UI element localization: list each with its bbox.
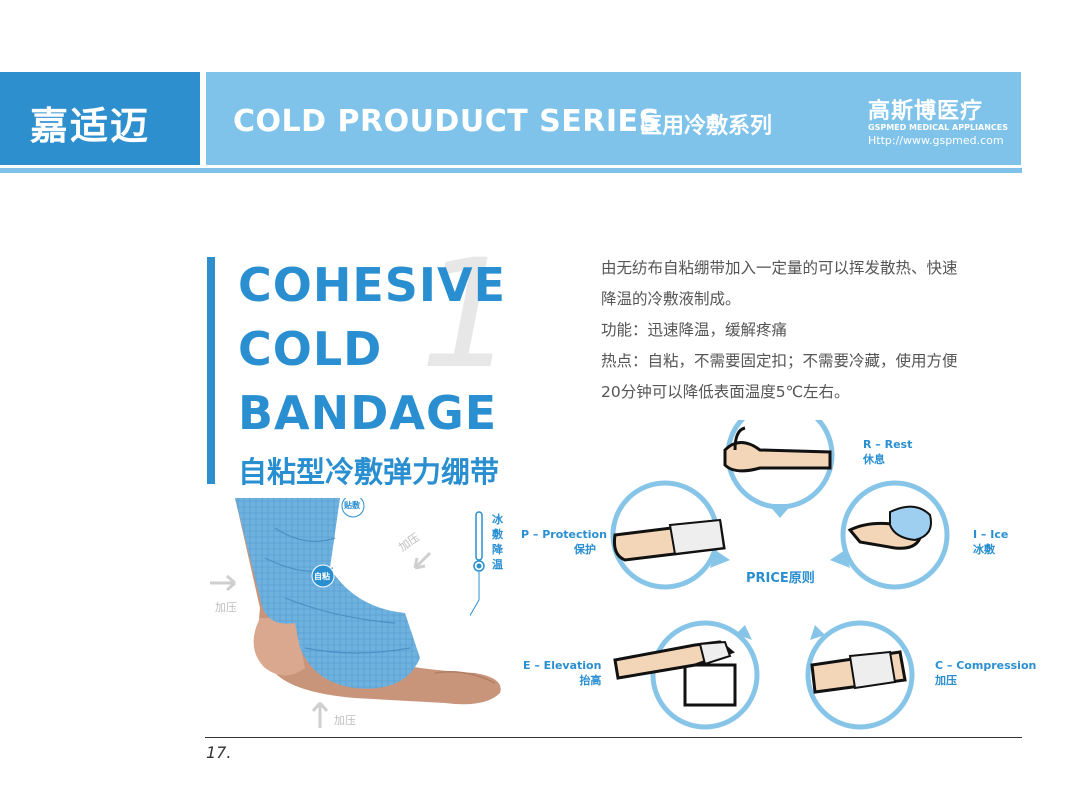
description-line: 功能：迅速降温，缓解疼痛 (601, 321, 788, 339)
elevation-icon (613, 640, 737, 707)
price-protection: P – Protection 保护 (521, 527, 607, 557)
price-principle-title: PRICE原则 (746, 571, 815, 586)
product-index-number: 1 (420, 228, 516, 402)
description-line: 降温的冷敷液制成。 (601, 290, 741, 308)
price-protection-en: P – Protection (521, 528, 607, 541)
price-rest-en: R – Rest (863, 438, 913, 451)
therm-label: 冰敷降温 (492, 513, 503, 571)
series-title: COLD PROUDUCT SERIES (233, 104, 661, 139)
price-protection-cn: 保护 (574, 543, 596, 556)
compression-icon (810, 650, 907, 694)
footer-divider (205, 737, 1022, 738)
price-compression-en: C – Compression (935, 659, 1037, 672)
product-description: 由无纺布自粘绷带加入一定量的可以挥发散热、快速 降温的冷敷液制成。 功能：迅速降… (601, 253, 1031, 408)
price-elevation: E – Elevation 抬高 (523, 658, 601, 688)
price-rest: R – Rest 休息 (863, 437, 912, 467)
company-name-en: GSPMED MEDICAL APPLIANCES (868, 123, 1009, 132)
description-line: 由无纺布自粘绷带加入一定量的可以挥发散热、快速 (601, 259, 958, 277)
protection-icon (613, 518, 726, 562)
price-elevation-cn: 抬高 (579, 674, 602, 687)
ice-icon (847, 505, 932, 550)
company-name-cn: 高斯博医疗 (868, 99, 984, 124)
description-line: 热点：自粘，不需要固定扣；不需要冷藏，使用方便 (601, 352, 958, 370)
price-compression: C – Compression 加压 (935, 658, 1036, 688)
product-title-line: COHESIVE (238, 258, 507, 312)
price-diagram (610, 420, 950, 730)
series-title-cn: 医用冷敷系列 (640, 114, 773, 139)
price-compression-cn: 加压 (935, 674, 957, 687)
press-label: 加压 (215, 601, 237, 614)
header-underline (0, 168, 1022, 173)
title-accent-bar (207, 257, 215, 484)
thermometer-icon (470, 511, 485, 617)
page-number: 17. (206, 743, 232, 762)
product-title-line: COLD (238, 322, 383, 376)
brand-logo-box (0, 72, 200, 165)
header-banner (206, 72, 1021, 165)
price-rest-cn: 休息 (863, 453, 885, 466)
tag-fold: 贴敷 (344, 501, 360, 510)
product-title-cn: 自粘型冷敷弹力绷带 (238, 455, 500, 489)
price-elevation-en: E – Elevation (523, 659, 602, 672)
company-url[interactable]: Http://www.gspmed.com (868, 134, 1004, 147)
ankle-bandage-illustration (210, 498, 501, 728)
product-title: COHESIVE COLD BANDAGE (238, 253, 506, 445)
price-ice-cn: 冰敷 (973, 543, 995, 556)
tag-adhesive: 自粘 (314, 572, 330, 581)
price-ice: I – Ice 冰敷 (973, 527, 1008, 557)
price-ice-en: I – Ice (973, 528, 1009, 541)
brand-logo: 嘉适迈 (30, 104, 151, 148)
description-line: 20分钟可以降低表面温度5℃左右。 (601, 383, 850, 401)
rest-icon (723, 426, 832, 473)
product-title-line: BANDAGE (238, 386, 498, 440)
press-label: 加压 (334, 714, 356, 727)
